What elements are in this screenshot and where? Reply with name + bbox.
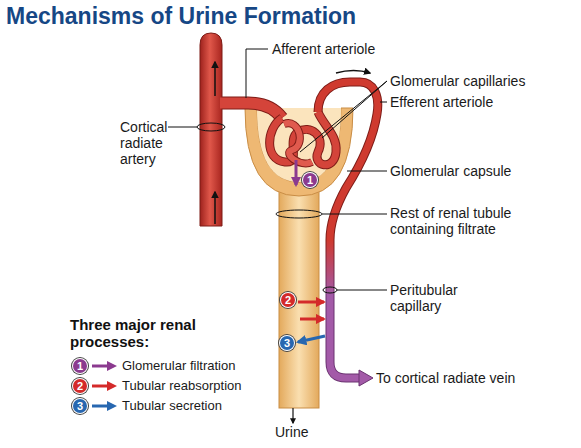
glomerular-capillaries-outline [284,123,312,163]
leader-line [380,102,387,103]
leader-line [300,81,387,152]
leader-line [347,171,387,172]
urine-arrow [292,408,293,423]
glomerular-capsule [245,108,353,196]
cortical-radiate-artery [200,33,222,226]
legend-arrow-shaft [92,365,109,368]
vein-arrow-head [359,370,373,386]
part-label: Cortical radiate artery [120,119,182,167]
legend-heading: Three major renal processes: [70,316,220,350]
legend-arrow [90,380,118,392]
leader-line [337,290,387,291]
glomerular-capillaries-outline [270,112,337,165]
part-label: Rest of renal tubule containing filtrate [390,205,540,237]
filtration-arrow [295,160,298,185]
callout-number: 2 [73,379,87,393]
part-label: Peritubular capillary [390,282,490,314]
afferent-arteriole [220,103,282,118]
efferent-arteriole-outline [318,82,378,378]
callout-number: 1 [303,173,317,187]
callout-number: 3 [280,336,294,350]
part-label: Afferent arteriole [272,41,422,57]
secretion-arrow [298,336,325,342]
callout-number: 2 [281,293,295,307]
leader-ring [197,123,225,131]
leader-line [322,214,387,215]
legend-item: Glomerular filtration [90,358,235,374]
part-label: Efferent arteriole [390,94,570,110]
legend-arrow-shaft [92,405,109,408]
peritubular-capillary [318,82,378,378]
leader-line [168,127,197,128]
flow-arrow [214,62,216,96]
reabsorption-arrow [298,301,324,304]
legend-text: Tubular secretion [122,398,222,414]
flow-arrow [336,71,370,74]
legend-item: Tubular secretion [90,398,222,414]
legend-text: Tubular reabsorption [122,378,241,394]
part-label: To cortical radiate vein [376,370,576,386]
glomerular-capillaries [284,123,312,163]
legend-arrow-head [107,361,117,371]
part-label: Glomerular capillaries [390,73,570,89]
leader-line [246,49,268,98]
glomerular-capillaries [270,112,337,165]
legend-arrow [90,360,118,372]
leader-ring [323,287,337,293]
part-label: Urine [275,424,335,440]
legend-item: Tubular reabsorption [90,378,241,394]
reabsorption-arrow [300,318,324,321]
legend-text: Glomerular filtration [122,358,235,374]
callout-number: 1 [73,359,87,373]
legend-arrow-shaft [92,385,109,388]
legend-arrow-head [107,381,117,391]
diagram-title: Mechanisms of Urine Formation [6,1,356,31]
callout-number: 3 [73,399,87,413]
legend-arrow-head [107,401,117,411]
capsular-space [257,108,341,182]
leader-ring [276,210,322,218]
part-label: Glomerular capsule [390,163,570,179]
flow-arrow [214,192,216,224]
legend-arrow [90,400,118,412]
